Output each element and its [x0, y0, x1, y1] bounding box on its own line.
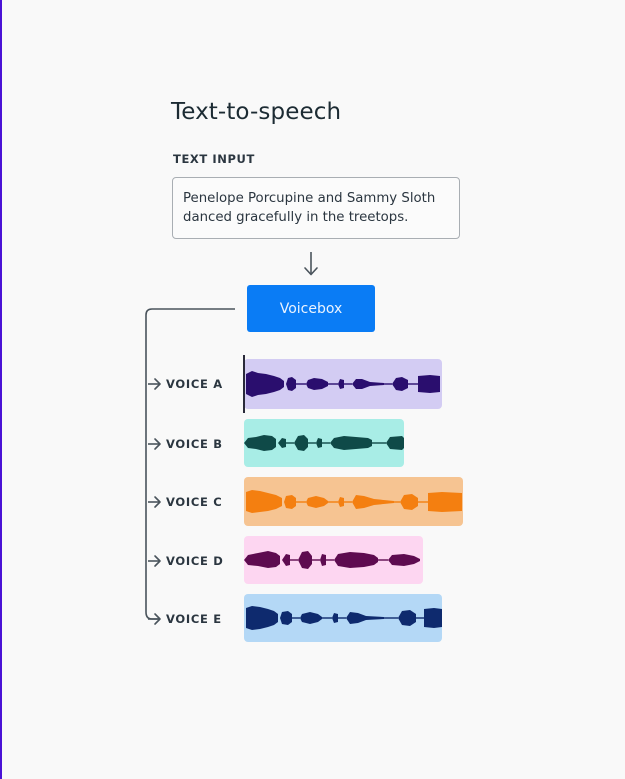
voice-label: VOICE E [166, 612, 222, 626]
text-input-line-1: Penelope Porcupine and Sammy Sloth [183, 191, 436, 206]
voice-label: VOICE C [166, 495, 223, 509]
arrow-right-icon [148, 438, 161, 450]
arrow-right-icon [148, 378, 161, 390]
voice-label: VOICE B [166, 437, 223, 451]
audio-clip-voice-c[interactable] [244, 477, 463, 526]
text-input-label: TEXT INPUT [173, 152, 255, 166]
page-title: Text-to-speech [171, 99, 342, 125]
waveform-icon [244, 551, 420, 569]
waveform-icon [246, 490, 462, 513]
text-input-field[interactable]: Penelope Porcupine and Sammy Sloth dance… [172, 177, 460, 239]
waveform-icon [246, 606, 442, 630]
left-accent-border [0, 0, 2, 779]
voice-label: VOICE D [166, 554, 224, 568]
waveform-icon [244, 435, 404, 451]
arrow-right-icon [148, 555, 161, 567]
voicebox-button[interactable]: Voicebox [247, 285, 375, 332]
audio-clip-voice-d[interactable] [244, 536, 423, 584]
playhead[interactable] [243, 355, 245, 413]
arrow-right-icon [148, 496, 161, 508]
arrow-right-icon [148, 613, 161, 625]
arrow-down-icon [304, 252, 318, 276]
audio-clip-voice-b[interactable] [244, 419, 404, 467]
text-input-line-2: danced gracefully in the treetops. [183, 210, 409, 225]
voice-label: VOICE A [166, 377, 223, 391]
voicebox-button-label: Voicebox [279, 300, 343, 317]
waveform-icon [246, 371, 440, 397]
audio-clip-voice-e[interactable] [244, 594, 442, 642]
audio-clip-voice-a[interactable] [244, 359, 442, 409]
